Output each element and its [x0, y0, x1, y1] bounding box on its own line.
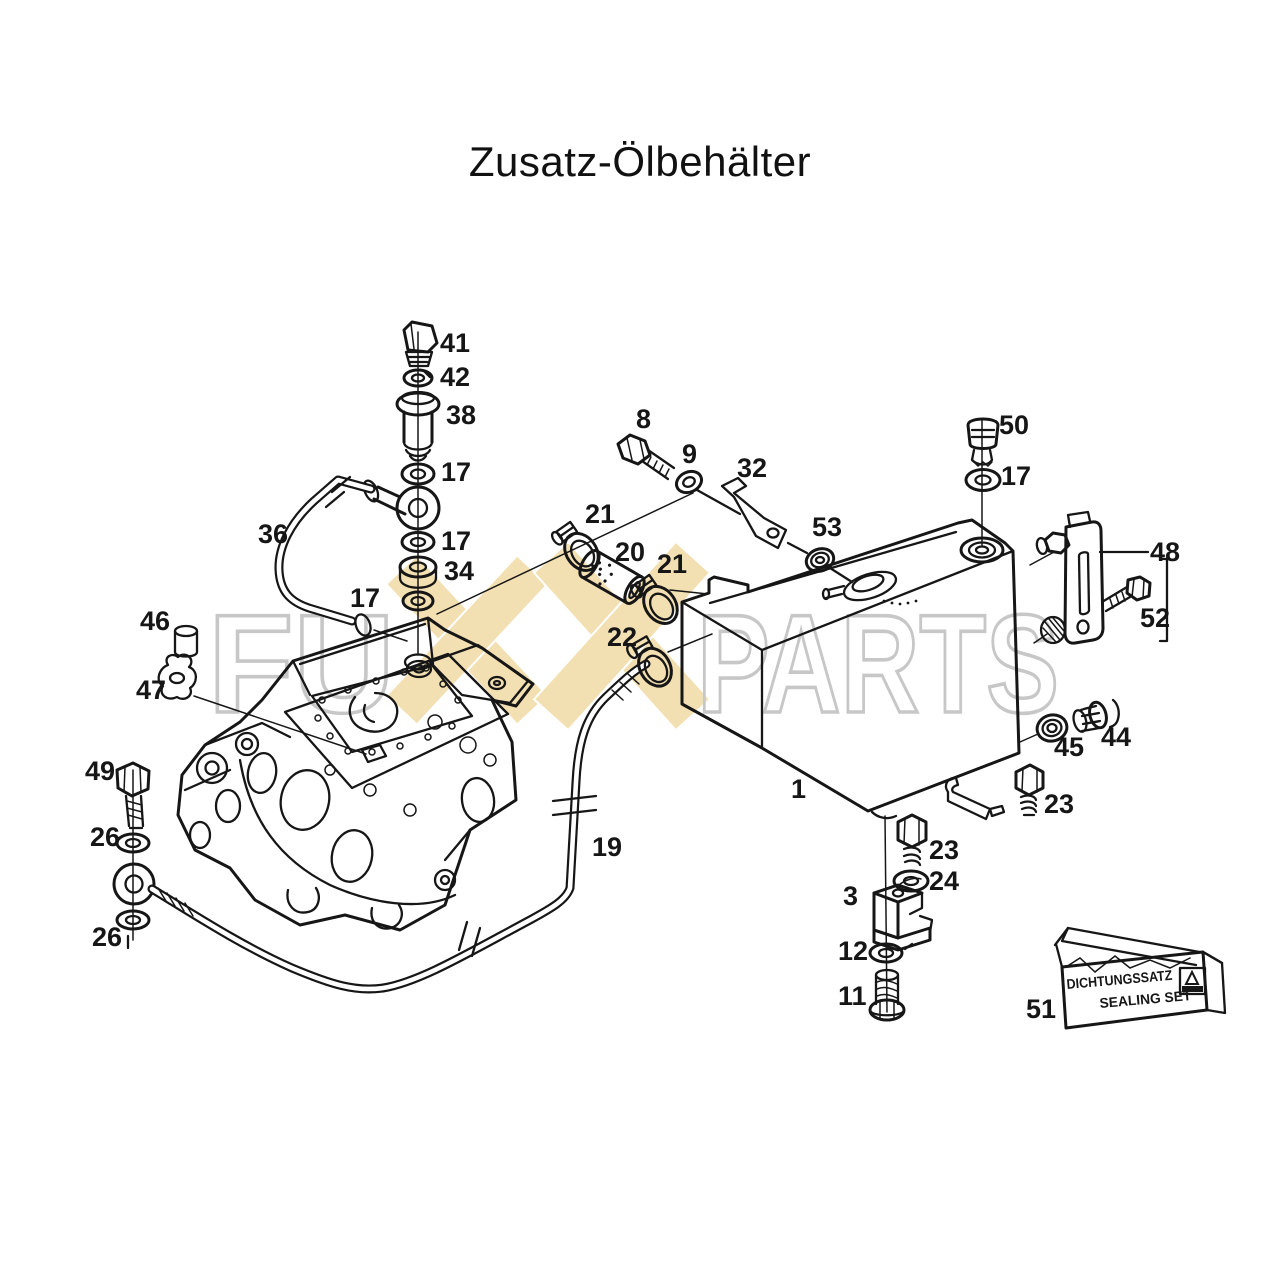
brand-logo — [1178, 966, 1207, 996]
part-label-50: 50 — [999, 410, 1029, 440]
part-label-11: 11 — [838, 981, 867, 1011]
pipe-36 — [274, 475, 408, 642]
part-label-34: 34 — [444, 556, 474, 586]
page-title: Zusatz-Ölbehälter — [468, 138, 812, 185]
clamp22-pointer-line — [667, 633, 713, 653]
part-label-22: 22 — [607, 622, 637, 652]
part-label-46: 46 — [140, 606, 170, 636]
filter-texture — [589, 561, 613, 586]
part-label-49: 49 — [85, 756, 115, 786]
banjo-fitting — [362, 479, 441, 531]
filter-20 — [578, 549, 646, 605]
sight-glass-48 — [1035, 510, 1169, 645]
part-label-9: 9 — [682, 439, 697, 469]
part-label-26a: 26 — [90, 822, 120, 852]
watermark-right-text: PARTS — [697, 585, 1059, 742]
cover-bolt-holes — [314, 664, 462, 756]
part-label-20: 20 — [615, 537, 645, 567]
bracket-and-bolt-23-a — [944, 763, 1045, 821]
part-label-3: 3 — [843, 881, 858, 911]
bolt-11 — [868, 968, 906, 1022]
housing-boss — [403, 653, 433, 671]
part-label-26b: 26 — [92, 922, 122, 952]
gasket-hatched-washer — [1039, 615, 1067, 645]
part-label-17b: 17 — [441, 526, 471, 556]
clamp-pointer-line — [669, 589, 709, 595]
hose-clamp-21-b — [629, 573, 679, 625]
flange-dots — [882, 599, 918, 606]
breather-38 — [395, 390, 441, 462]
bushing-46 — [173, 624, 199, 658]
sealing-box-text-german: DICHTUNGSSATZ — [1066, 967, 1173, 992]
part-label-21a: 21 — [585, 499, 615, 529]
part-label-17c: 17 — [350, 583, 380, 613]
part-label-52: 52 — [1140, 603, 1170, 633]
part-label-12: 12 — [838, 936, 868, 966]
grommet-45 — [1035, 713, 1069, 743]
sealing-set-box: DICHTUNGSSATZ SEALING SET — [1053, 926, 1227, 1030]
part-label-19: 19 — [592, 832, 622, 862]
part-label-42: 42 — [440, 362, 470, 392]
sealing-box-text-english: SEALING SET — [1099, 987, 1192, 1011]
part-label-38: 38 — [446, 400, 476, 430]
part-label-23b: 23 — [929, 835, 959, 865]
hose-19 — [147, 659, 651, 994]
hose-clamp-22 — [626, 635, 673, 688]
part-label-41: 41 — [440, 328, 470, 358]
oil-tank — [680, 518, 1055, 820]
washer-17-c — [401, 590, 435, 612]
part-label-53: 53 — [812, 512, 842, 542]
lock-washer-42 — [402, 368, 434, 388]
hose-clamp-21-a — [550, 520, 600, 572]
washer-34 — [398, 555, 438, 589]
transmission-housing — [176, 616, 535, 932]
part-labels: 41 42 38 17 36 17 34 17 46 47 49 26 26 8… — [85, 328, 1180, 1024]
breather-fitting-stack — [362, 320, 441, 671]
washer-17-b — [400, 531, 436, 553]
part-label-24: 24 — [929, 866, 959, 896]
plug-44 — [1072, 698, 1120, 733]
part-label-44: 44 — [1101, 722, 1131, 752]
bolt-52 — [1100, 575, 1152, 613]
part-label-17d: 17 — [1001, 461, 1031, 491]
part-label-51: 51 — [1026, 994, 1056, 1024]
part-label-32: 32 — [737, 453, 767, 483]
washer-17-a — [400, 462, 436, 486]
part-label-47: 47 — [136, 675, 166, 705]
part-label-23a: 23 — [1044, 789, 1074, 819]
part-label-45: 45 — [1054, 732, 1084, 762]
part-label-17a: 17 — [441, 457, 471, 487]
clip-47 — [157, 653, 367, 755]
part-label-21b: 21 — [657, 549, 687, 579]
bracket-3 — [872, 883, 934, 952]
part-label-36: 36 — [258, 519, 288, 549]
part-label-1: 1 — [791, 774, 806, 804]
part-label-8: 8 — [636, 404, 651, 434]
cap-50-stack — [964, 417, 1002, 546]
part-label-48: 48 — [1150, 537, 1180, 567]
bolt-49-stack — [112, 761, 156, 950]
plug-41 — [402, 320, 439, 368]
lower-mounting-stack — [868, 813, 934, 1022]
